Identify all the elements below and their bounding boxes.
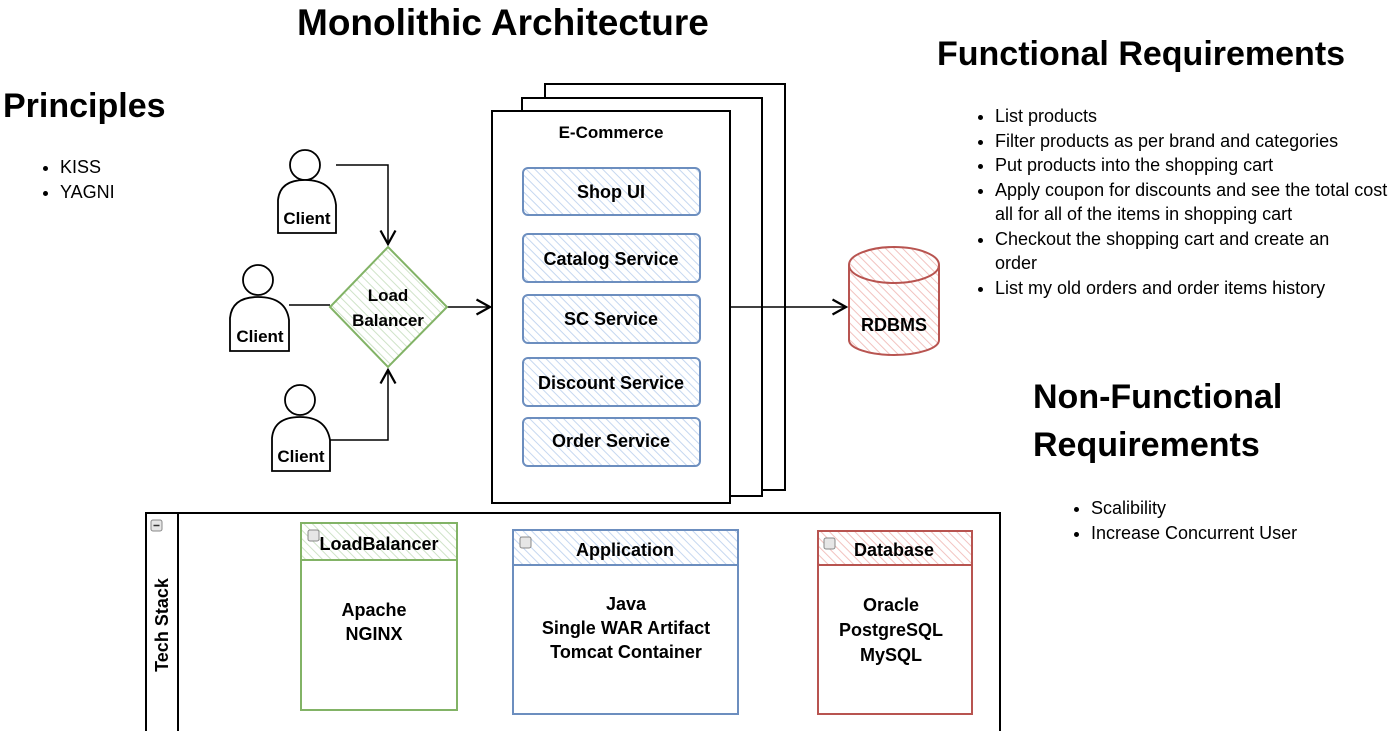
functional-heading: Functional Requirements	[937, 35, 1346, 73]
service-label: Order Service	[552, 431, 670, 451]
group-title: Database	[854, 540, 934, 560]
collapse-icon[interactable]	[307, 529, 320, 542]
service-sc: SC Service	[522, 294, 701, 344]
person-icon	[289, 149, 321, 181]
group-title: LoadBalancer	[319, 534, 438, 554]
client-3: Client	[271, 384, 331, 472]
group-item: Apache	[341, 600, 406, 620]
tech-group-loadbalancer: LoadBalancer Apache NGINX	[300, 522, 458, 711]
principles-list: KISS YAGNI	[42, 155, 115, 204]
list-item: Put products into the shopping cart	[995, 153, 1390, 178]
group-title: Application	[576, 540, 674, 560]
tech-group-application: Application Java Single WAR Artifact Tom…	[512, 529, 739, 715]
list-item: Apply coupon for discounts and see the t…	[995, 178, 1390, 227]
client-1: Client	[277, 149, 337, 234]
group-item: Java	[606, 594, 647, 614]
service-label: Catalog Service	[543, 249, 678, 269]
list-item: YAGNI	[60, 180, 115, 205]
list-item: Scalibility	[1091, 496, 1297, 521]
collapse-icon[interactable]	[519, 536, 532, 549]
non-functional-list: Scalibility Increase Concurrent User	[1073, 496, 1297, 545]
non-functional-heading-2: Requirements	[1033, 426, 1260, 464]
page-title: Monolithic Architecture	[297, 2, 709, 43]
load-balancer-label: Load	[368, 286, 409, 305]
service-catalog: Catalog Service	[522, 233, 701, 283]
group-item: Oracle	[863, 595, 919, 615]
service-discount: Discount Service	[522, 357, 701, 407]
person-icon	[284, 384, 316, 416]
group-item: PostgreSQL	[839, 620, 943, 640]
collapse-icon[interactable]	[823, 537, 836, 550]
connector	[336, 164, 397, 247]
list-item: Checkout the shopping cart and create an…	[995, 227, 1365, 276]
person-icon	[242, 264, 274, 296]
connector	[330, 367, 397, 441]
functional-list: List products Filter products as per bra…	[977, 104, 1390, 300]
list-item: List my old orders and order items histo…	[995, 276, 1390, 301]
load-balancer-label: Balancer	[352, 311, 424, 330]
group-item: Tomcat Container	[550, 642, 702, 662]
service-shop-ui: Shop UI	[522, 167, 701, 216]
service-label: SC Service	[564, 309, 658, 329]
rdbms-cylinder: RDBMS	[848, 246, 940, 356]
client-label: Client	[277, 447, 325, 466]
tech-group-database: Database Oracle PostgreSQL MySQL	[817, 530, 973, 715]
service-order: Order Service	[522, 417, 701, 467]
client-label: Client	[236, 327, 284, 346]
client-2: Client	[229, 264, 290, 352]
tech-stack-label: Tech Stack	[152, 577, 172, 672]
principles-heading: Principles	[3, 87, 166, 125]
group-item: NGINX	[345, 624, 402, 644]
list-item: Filter products as per brand and categor…	[995, 129, 1390, 154]
load-balancer-node: Load Balancer	[328, 245, 449, 369]
list-item: List products	[995, 104, 1390, 129]
group-item: MySQL	[860, 645, 922, 665]
rdbms-label: RDBMS	[861, 315, 927, 335]
list-item: Increase Concurrent User	[1091, 521, 1297, 546]
group-item: Single WAR Artifact	[542, 618, 710, 638]
service-label: Shop UI	[577, 182, 645, 202]
non-functional-heading-1: Non-Functional	[1033, 378, 1283, 416]
list-item: KISS	[60, 155, 115, 180]
service-label: Discount Service	[538, 373, 684, 393]
ecommerce-title: E-Commerce	[559, 123, 664, 142]
client-label: Client	[283, 209, 331, 228]
